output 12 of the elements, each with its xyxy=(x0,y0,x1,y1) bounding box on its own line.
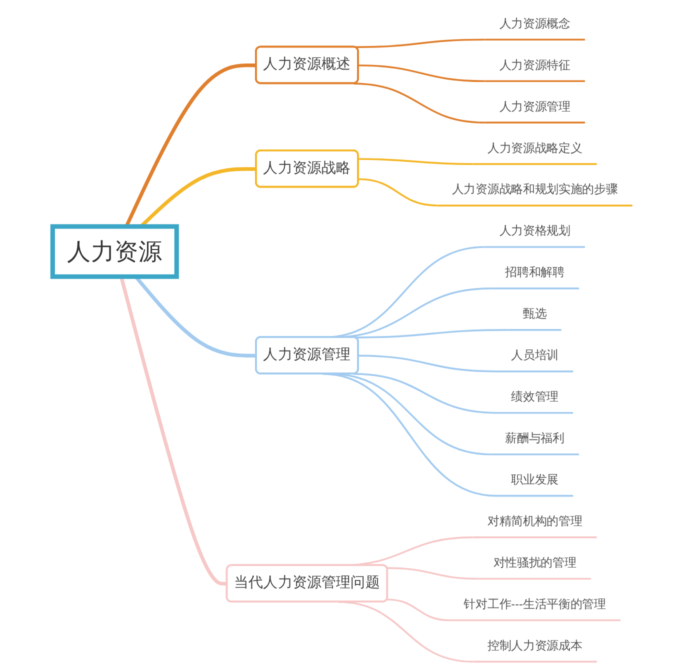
connector xyxy=(358,158,473,165)
connector xyxy=(354,329,508,338)
connector xyxy=(354,38,485,48)
connector xyxy=(322,373,497,497)
connector xyxy=(358,354,497,372)
connector xyxy=(358,64,485,82)
node-box: 人力资源 xyxy=(50,224,179,279)
connector xyxy=(358,178,438,206)
connector xyxy=(387,567,479,580)
connector xyxy=(354,373,497,414)
connector xyxy=(354,82,485,124)
connector xyxy=(387,598,450,622)
